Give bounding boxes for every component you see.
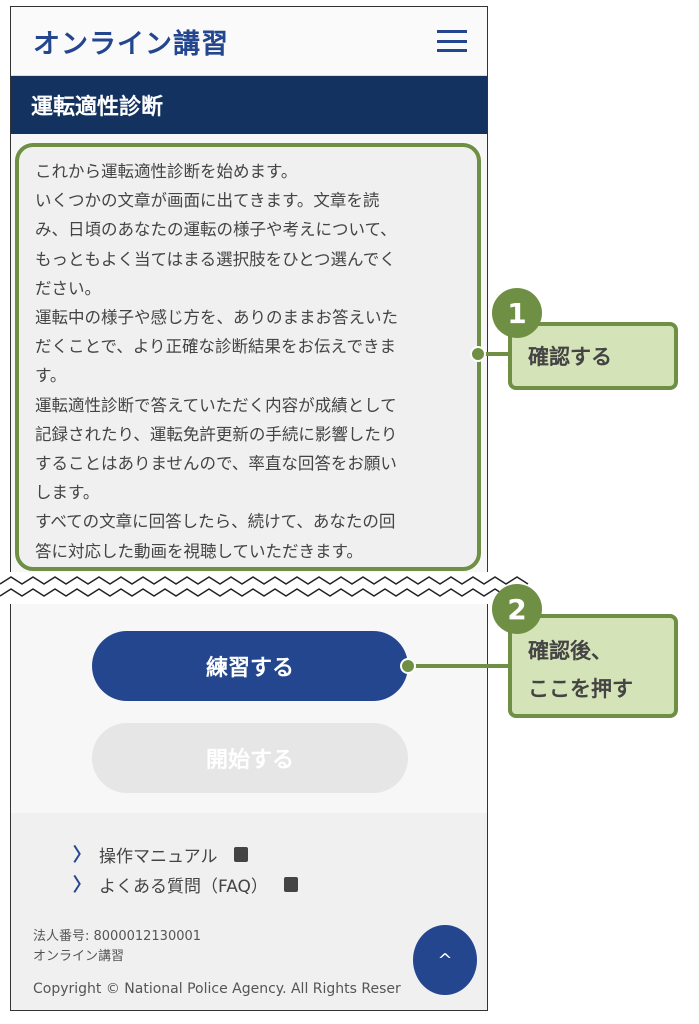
external-window-icon <box>283 876 298 892</box>
chevron-up-icon: ^ <box>437 949 453 971</box>
faq-link[interactable]: 〉よくある質問（FAQ） <box>73 871 298 897</box>
start-button: 開始する <box>92 723 408 793</box>
intro-text-line: します。 <box>35 483 100 503</box>
intro-text-line: これから運転適性診断を始めます。 <box>35 162 298 181</box>
annotation-1: 確認する <box>508 322 678 390</box>
intro-text-box: これから運転適性診断を始めます。いくつかの文章が画面に出てきます。文章を読み、日… <box>15 143 481 571</box>
chevron-right-icon: 〉 <box>73 845 91 866</box>
annotation-2-number: 2 <box>492 584 542 634</box>
manual-link-label[interactable]: 操作マニュアル <box>99 846 218 867</box>
external-window-icon <box>233 846 248 862</box>
intro-text-line: もっともよく当てはまる選択肢をひとつ選んでく <box>35 249 396 269</box>
chevron-right-icon: 〉 <box>73 875 91 896</box>
app-header: オンライン講習 <box>11 7 487 76</box>
scroll-top-button[interactable]: ^ <box>413 925 477 995</box>
manual-link[interactable]: 〉操作マニュアル <box>73 841 248 867</box>
practice-button[interactable]: 練習する <box>92 631 408 701</box>
page-title: 運転適性診断 <box>11 76 487 134</box>
intro-text-line: 答に対応した動画を視聴していただきます。 <box>35 541 363 561</box>
intro-text-line: す。 <box>35 366 67 386</box>
intro-text-line: いくつかの文章が画面に出てきます。文章を読 <box>35 191 380 211</box>
intro-text-line: 運転中の様子や感じ方を、ありのままお答えいた <box>35 308 398 328</box>
footer-site-name: オンライン講習 <box>33 949 125 964</box>
annotation-1-number: 1 <box>492 288 542 338</box>
annotation-1-text: 確認する <box>528 345 612 369</box>
intro-text-line: 運転適性診断で答えていただく内容が成績として <box>35 395 397 415</box>
faq-link-label[interactable]: よくある質問（FAQ） <box>99 876 268 897</box>
phone-screen: オンライン講習 運転適性診断 これから運転適性診断を始めます。いくつかの文章が画… <box>10 6 488 1011</box>
hamburger-icon[interactable] <box>437 30 467 52</box>
intro-text-line: だくことで、より正確な診断結果をお伝えできま <box>35 337 397 357</box>
intro-text-line: み、日頃のあなたの運転の様子や考えについて、 <box>35 220 397 240</box>
intro-text-line: することはありませんので、率直な回答をお願い <box>35 454 397 474</box>
intro-text-line: すべての文章に回答したら、続けて、あなたの回 <box>35 512 396 532</box>
intro-text-line: ださい。 <box>35 278 101 298</box>
annotation-2-line2: ここを押す <box>528 677 633 701</box>
annotation-2: 確認後、ここを押す <box>508 614 678 718</box>
annotation-1-connector <box>478 352 512 356</box>
annotation-2-line1: 確認後、 <box>528 639 612 663</box>
intro-text-line: 記録されたり、運転免許更新の手続に影響したり <box>35 424 398 444</box>
wavy-break-line <box>0 576 529 597</box>
page-break <box>0 572 699 604</box>
app-title[interactable]: オンライン講習 <box>33 28 229 60</box>
footer: 〉操作マニュアル 〉よくある質問（FAQ） 法人番号: 800001213000… <box>11 813 487 1010</box>
annotation-2-dot <box>400 658 416 674</box>
annotation-1-dot <box>470 346 486 362</box>
annotation-2-connector <box>410 664 510 668</box>
corp-number: 法人番号: 8000012130001 <box>33 929 202 944</box>
copyright: Copyright © National Police Agency. All … <box>33 981 401 997</box>
